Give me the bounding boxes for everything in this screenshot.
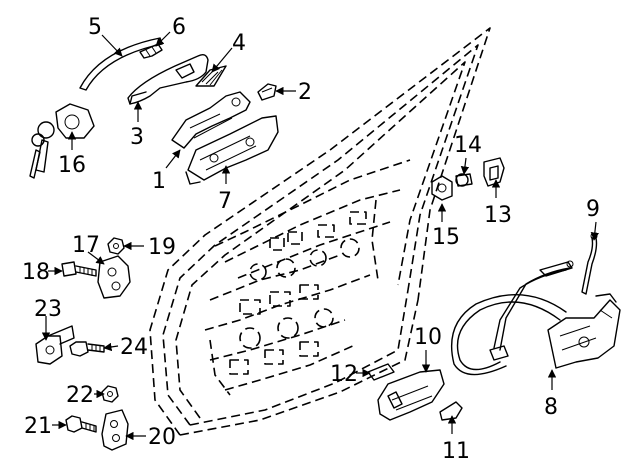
part-11-bezel <box>439 401 463 421</box>
callout-23: 23 <box>34 297 62 322</box>
door-inner-cutouts <box>209 199 379 396</box>
part-3-outside-handle <box>127 53 209 105</box>
part-23-check-link <box>35 325 75 365</box>
part-10-inside-handle <box>377 369 445 421</box>
part-24-bolt <box>69 341 105 357</box>
part-19-nut <box>107 237 125 255</box>
callout-12: 12 <box>330 362 358 387</box>
part-9-rod <box>581 232 598 295</box>
part-6-clip <box>139 43 163 59</box>
part-21-bolt <box>65 415 97 433</box>
callout-4: 4 <box>232 31 246 56</box>
part-17-upper-hinge <box>97 255 131 299</box>
part-20-lower-hinge <box>101 409 129 451</box>
callout-13: 13 <box>484 203 512 228</box>
part-7-handle-frame <box>185 115 279 185</box>
callout-3: 3 <box>130 125 144 150</box>
callout-1: 1 <box>152 169 166 194</box>
callout-19: 19 <box>148 235 176 260</box>
callout-15: 15 <box>432 225 460 250</box>
callout-14: 14 <box>454 133 482 158</box>
callout-21: 21 <box>24 414 52 439</box>
callout-10: 10 <box>414 325 442 350</box>
callout-11: 11 <box>442 439 470 464</box>
leader-lines <box>41 31 600 441</box>
part-12-pad <box>367 363 395 381</box>
callout-7: 7 <box>218 189 232 214</box>
callout-20: 20 <box>148 425 176 450</box>
part-5-weatherstrip <box>79 37 163 91</box>
callout-22: 22 <box>66 383 94 408</box>
callout-9: 9 <box>586 197 600 222</box>
part-1-handle-base <box>171 91 251 149</box>
callout-2: 2 <box>298 80 312 105</box>
callout-16: 16 <box>58 153 86 178</box>
callout-24: 24 <box>120 335 148 360</box>
part-2-cap <box>257 83 277 101</box>
part-16-lock-cylinder <box>29 103 95 179</box>
callout-labels: 5 6 4 2 3 1 7 16 14 15 13 9 8 10 12 11 1… <box>22 15 600 464</box>
part-15-plug <box>431 175 453 201</box>
part-13-striker <box>483 157 505 187</box>
callout-8: 8 <box>544 395 558 420</box>
part-4-cover <box>195 65 227 87</box>
part-8-latch <box>450 260 621 376</box>
callout-18: 18 <box>22 260 50 285</box>
callout-5: 5 <box>88 15 102 40</box>
callout-17: 17 <box>72 233 100 258</box>
part-22-nut <box>101 385 119 403</box>
callout-6: 6 <box>172 15 186 40</box>
part-18-bolt <box>61 261 97 277</box>
part-14-bolt <box>455 173 473 187</box>
